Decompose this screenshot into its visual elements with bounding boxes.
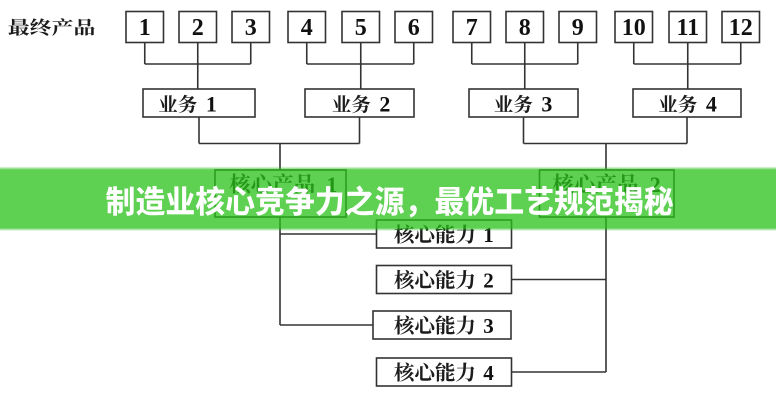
svg-text:2: 2 [192, 15, 204, 41]
svg-text:11: 11 [676, 15, 699, 41]
svg-text:5: 5 [355, 15, 367, 41]
svg-text:12: 12 [729, 15, 753, 41]
svg-text:4: 4 [301, 15, 313, 41]
svg-text:9: 9 [572, 15, 584, 41]
svg-text:4: 4 [483, 361, 494, 385]
svg-text:2: 2 [379, 92, 390, 117]
svg-text:7: 7 [466, 15, 478, 41]
svg-text:2: 2 [483, 268, 494, 292]
svg-text:6: 6 [408, 15, 420, 41]
svg-text:10: 10 [622, 15, 646, 41]
svg-text:1: 1 [139, 15, 151, 41]
svg-text:4: 4 [706, 92, 717, 117]
svg-text:3: 3 [245, 15, 257, 41]
svg-text:3: 3 [541, 92, 552, 117]
svg-text:3: 3 [483, 314, 494, 338]
svg-text:1: 1 [206, 92, 217, 117]
svg-text:1: 1 [483, 223, 494, 247]
svg-text:8: 8 [519, 15, 531, 41]
